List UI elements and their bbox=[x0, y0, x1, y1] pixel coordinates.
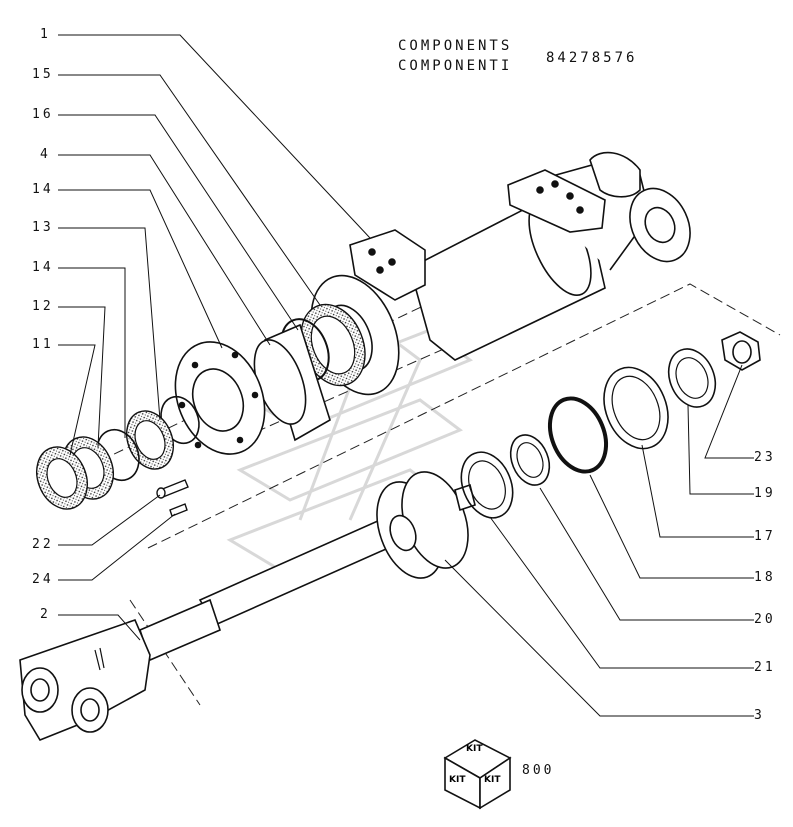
kit-label-top: KIT bbox=[466, 744, 483, 754]
callout-15: 15 bbox=[32, 67, 54, 82]
title-en: COMPONENTS bbox=[398, 38, 513, 54]
kit-label-left: KIT bbox=[449, 775, 466, 785]
kit-cube-icon bbox=[443, 739, 512, 810]
nut-23 bbox=[721, 331, 761, 371]
callout-24: 24 bbox=[32, 572, 54, 587]
seal-20 bbox=[509, 434, 551, 486]
kit-number: 800 bbox=[522, 763, 555, 778]
callout-3: 3 bbox=[754, 708, 765, 723]
screw-24 bbox=[169, 503, 188, 517]
seal-21 bbox=[460, 451, 514, 519]
front-flange bbox=[174, 341, 266, 455]
gland-4 bbox=[253, 323, 331, 442]
kit-label-right: KIT bbox=[484, 775, 501, 785]
o-ring-18 bbox=[548, 396, 608, 474]
callout-12: 12 bbox=[32, 299, 54, 314]
callout-16: 16 bbox=[32, 107, 54, 122]
callout-14b: 14 bbox=[32, 260, 54, 275]
callout-20: 20 bbox=[754, 612, 776, 627]
title-it: COMPONENTI bbox=[398, 58, 513, 74]
callout-22: 22 bbox=[32, 537, 54, 552]
screw-22 bbox=[156, 479, 189, 499]
callout-18: 18 bbox=[754, 570, 776, 585]
leader-lines bbox=[58, 34, 754, 717]
callout-14a: 14 bbox=[32, 182, 54, 197]
cylinder-barrel bbox=[349, 151, 691, 361]
callout-17: 17 bbox=[754, 529, 776, 544]
callout-19: 19 bbox=[754, 486, 776, 501]
piston-rod bbox=[19, 518, 397, 741]
callout-1: 1 bbox=[40, 27, 51, 42]
piston-3 bbox=[376, 471, 476, 579]
callout-23: 23 bbox=[754, 450, 776, 465]
callout-13: 13 bbox=[32, 220, 54, 235]
callout-11: 11 bbox=[32, 337, 54, 352]
seal-17 bbox=[603, 366, 669, 450]
part-number: 84278576 bbox=[546, 50, 638, 66]
callout-4: 4 bbox=[40, 147, 51, 162]
callout-21: 21 bbox=[754, 660, 776, 675]
callout-2: 2 bbox=[40, 607, 51, 622]
ring-19 bbox=[667, 348, 717, 408]
